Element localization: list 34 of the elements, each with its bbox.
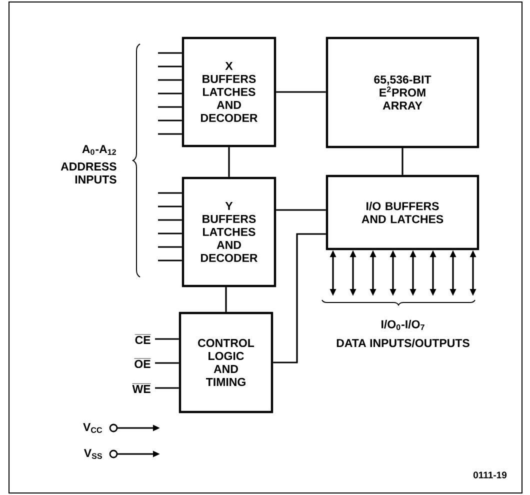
block-box: 65,536-BIT E$^{2}$PROM ARRAY [326, 36, 480, 148]
address-label: A$_{0}$-A$_{12}$ [82, 145, 116, 155]
address-line [158, 246, 182, 248]
address-line [158, 219, 182, 221]
data-label: I/O$_{0}$-I/O$_{7}$ [382, 320, 424, 330]
supply-label: V$_{CC}$ [83, 423, 102, 433]
connector-line [273, 233, 326, 364]
address-line [158, 260, 182, 262]
address-line [158, 79, 182, 81]
pin-label: WE [132, 383, 151, 393]
address-line [158, 106, 182, 108]
connector-line [402, 148, 404, 175]
address-line [158, 232, 182, 234]
block-box: X BUFFERS LATCHES AND DECODER [182, 36, 276, 148]
address-line [158, 92, 182, 94]
address-label: ADDRESS INPUTS [60, 162, 116, 184]
block-box: Y BUFFERS LATCHES AND DECODER [182, 176, 276, 288]
address-line [158, 120, 182, 122]
connector-line [228, 147, 230, 177]
block-box: CONTROL LOGIC AND TIMING [178, 312, 274, 414]
pin-label: CE [134, 334, 151, 344]
address-line [158, 133, 182, 135]
connector-line [276, 91, 326, 93]
data-label: DATA INPUTS/OUTPUTS [336, 338, 470, 348]
supply-label: V$_{SS}$ [84, 449, 102, 459]
address-line [158, 66, 182, 68]
block-box: I/O BUFFERS AND LATCHES [326, 174, 480, 250]
address-line [158, 192, 182, 194]
connector-line [276, 209, 326, 211]
figure-number: 0111-19 [473, 472, 507, 478]
address-line [158, 52, 182, 54]
connector-line [225, 287, 227, 312]
pin-label: OE [134, 358, 151, 368]
address-line [158, 206, 182, 208]
